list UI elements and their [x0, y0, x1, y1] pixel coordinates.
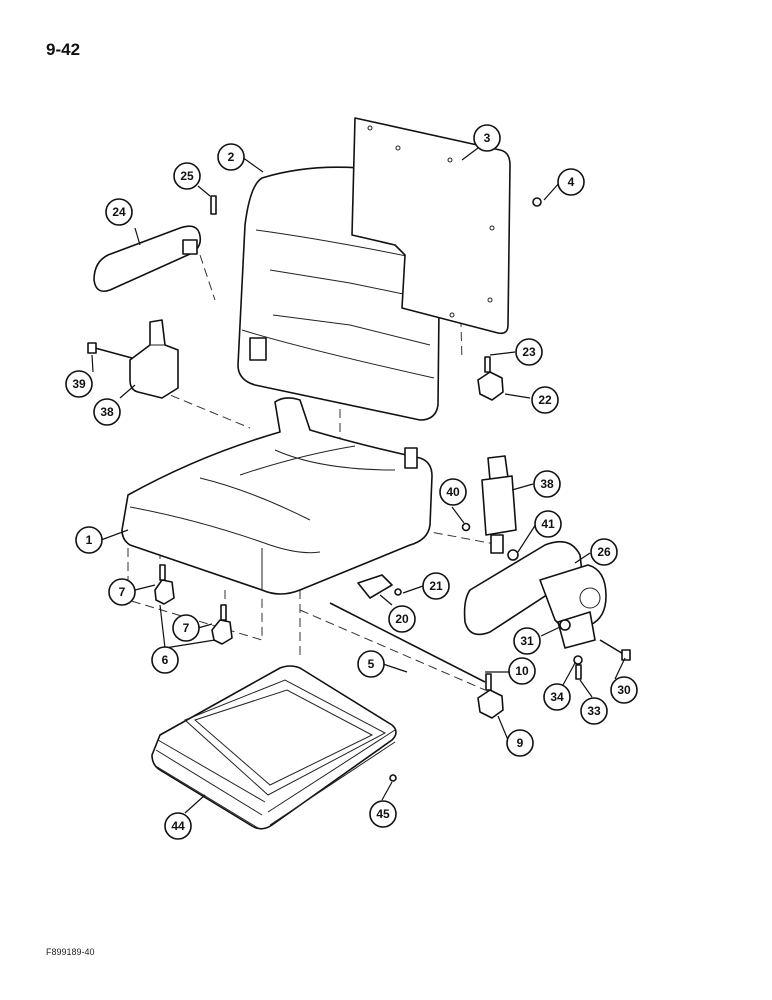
seat-belt-buckle: [481, 455, 517, 554]
seat-frame-outline: [127, 548, 263, 641]
bushing-31: [559, 619, 571, 631]
rod-5: [329, 602, 486, 683]
callout-9: 9: [506, 729, 534, 757]
callout-7-lower: 7: [172, 614, 200, 642]
callout-6: 6: [151, 646, 179, 674]
svg-text:10: 10: [515, 664, 529, 678]
seat-cushion: [121, 397, 433, 595]
svg-text:23: 23: [522, 345, 536, 359]
svg-text:33: 33: [587, 704, 601, 718]
callout-39: 39: [65, 370, 93, 398]
callout-7-upper: 7: [108, 578, 136, 606]
back-panel: [351, 117, 511, 335]
svg-text:4: 4: [568, 175, 575, 189]
callout-20: 20: [388, 605, 416, 633]
page-number: 9-42: [46, 40, 81, 59]
svg-text:26: 26: [597, 545, 611, 559]
svg-text:24: 24: [112, 205, 126, 219]
svg-text:44: 44: [171, 819, 185, 833]
washer-41: [507, 549, 519, 561]
callout-23: 23: [515, 338, 543, 366]
svg-text:31: 31: [520, 634, 534, 648]
callout-31: 31: [513, 627, 541, 655]
svg-text:1: 1: [86, 533, 93, 547]
screw-21: [394, 588, 402, 596]
callout-2: 2: [217, 143, 245, 171]
bolt-39: [87, 342, 133, 359]
callout-44: 44: [164, 812, 192, 840]
screw-45: [389, 774, 397, 782]
svg-text:38: 38: [540, 477, 554, 491]
svg-text:38: 38: [100, 405, 114, 419]
svg-text:25: 25: [180, 169, 194, 183]
leader-lines: [91, 147, 626, 814]
callout-30: 30: [610, 676, 638, 704]
callout-21: 21: [422, 572, 450, 600]
suspension-base: [151, 665, 397, 830]
bolt-4: [532, 197, 542, 207]
pin: [210, 195, 217, 215]
svg-text:3: 3: [484, 131, 491, 145]
washer-34: [573, 655, 583, 665]
svg-text:9: 9: [517, 736, 524, 750]
svg-text:21: 21: [429, 579, 443, 593]
plate-20: [357, 574, 393, 599]
callout-10: 10: [508, 657, 536, 685]
bolt-30: [599, 639, 631, 661]
knob-6-upper: [154, 564, 175, 605]
svg-text:34: 34: [550, 690, 564, 704]
knob-9: [477, 673, 504, 719]
svg-text:20: 20: [395, 612, 409, 626]
svg-text:22: 22: [538, 393, 552, 407]
callout-3: 3: [473, 124, 501, 152]
bolt-40: [461, 522, 471, 532]
svg-text:40: 40: [446, 485, 460, 499]
callout-1: 1: [75, 526, 103, 554]
callout-24: 24: [105, 198, 133, 226]
callout-41: 41: [534, 510, 562, 538]
callout-38-left: 38: [93, 398, 121, 426]
svg-text:6: 6: [162, 653, 169, 667]
screw-33: [575, 664, 582, 680]
callout-38-right: 38: [533, 470, 561, 498]
callout-22: 22: [531, 386, 559, 414]
svg-text:7: 7: [183, 621, 190, 635]
callout-40: 40: [439, 478, 467, 506]
callout-25: 25: [173, 162, 201, 190]
svg-text:41: 41: [541, 517, 555, 531]
knob-22: [477, 356, 504, 401]
svg-text:5: 5: [368, 657, 375, 671]
svg-text:7: 7: [119, 585, 126, 599]
callout-4: 4: [557, 168, 585, 196]
svg-text:2: 2: [228, 150, 235, 164]
figure-code: F899189-40: [46, 947, 95, 957]
knob-6-lower: [211, 604, 233, 645]
callout-34: 34: [543, 683, 571, 711]
svg-text:30: 30: [617, 683, 631, 697]
left-armrest: [93, 225, 202, 293]
svg-text:39: 39: [72, 377, 86, 391]
callout-5: 5: [357, 650, 385, 678]
callout-26: 26: [590, 538, 618, 566]
svg-text:45: 45: [376, 807, 390, 821]
callout-45: 45: [369, 800, 397, 828]
callout-33: 33: [580, 697, 608, 725]
armrest-bracket-left: [129, 319, 179, 399]
